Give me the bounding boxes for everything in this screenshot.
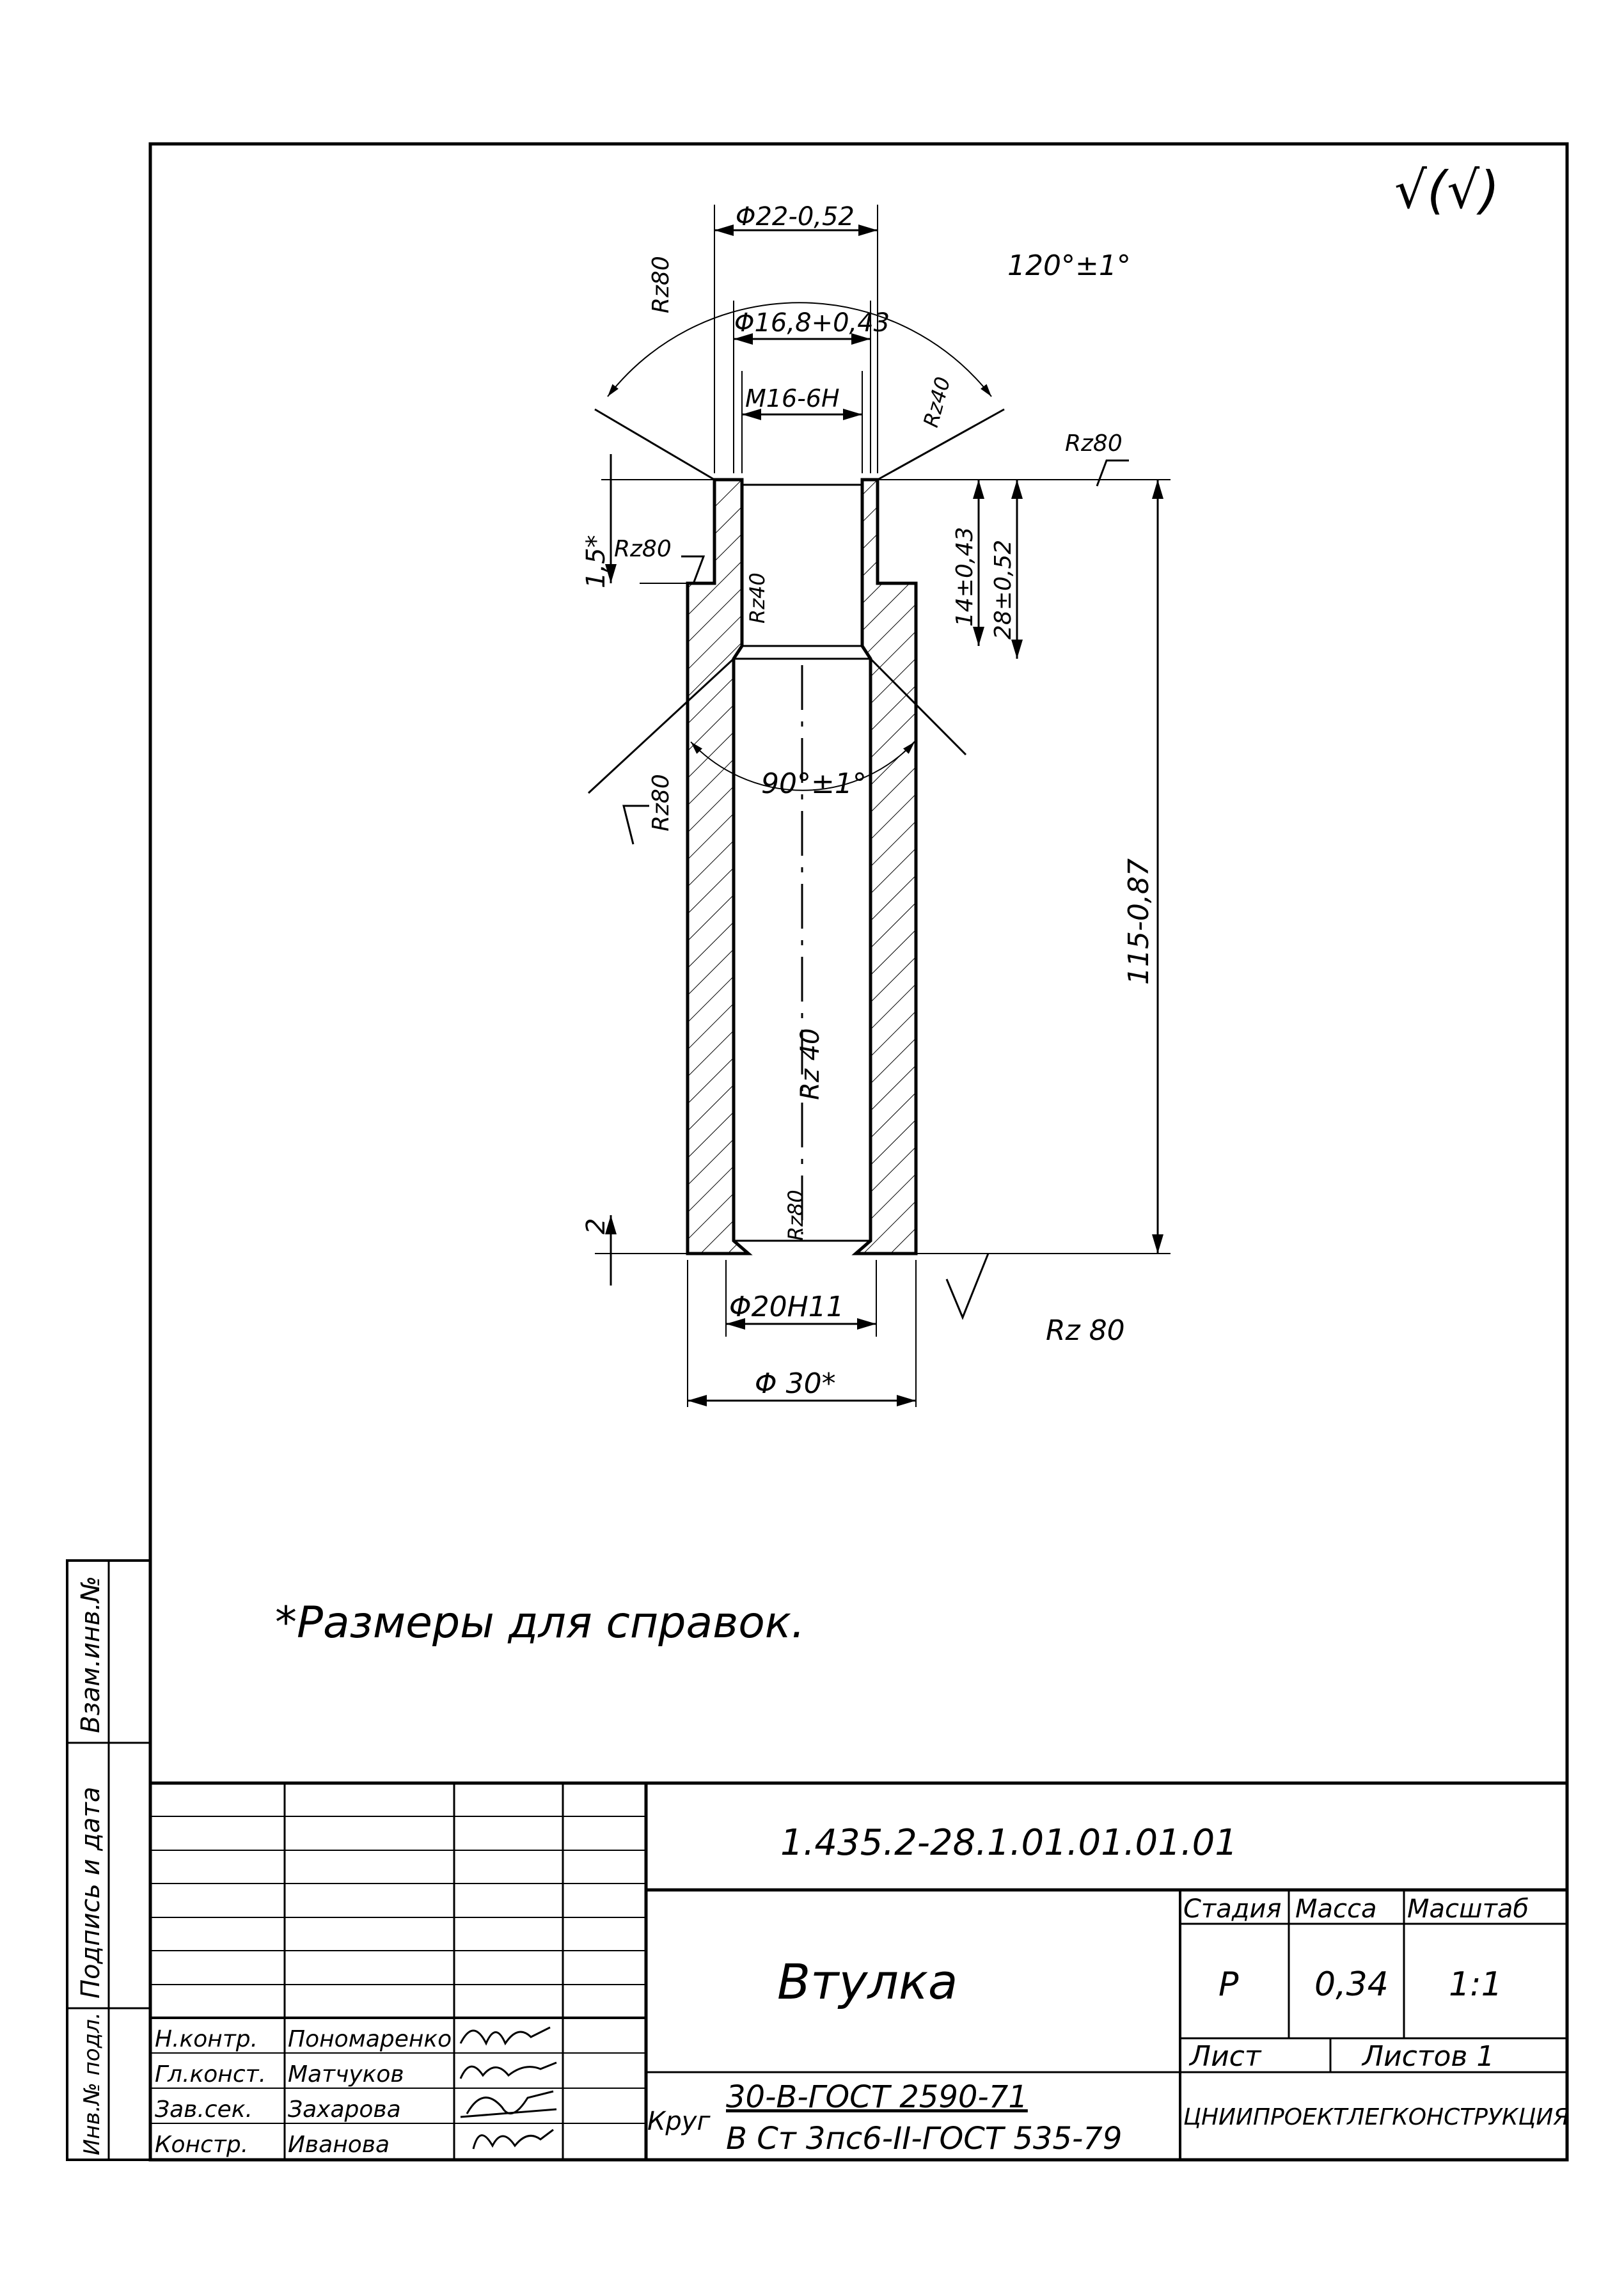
side-stamp: Взам.инв.№ Подпись и дата Инв.№ подл. [66,1559,152,2161]
sleeve-section [587,205,1171,1407]
side-field-1: Взам.инв.№ [76,1576,106,1733]
organization: ЦНИИПРОЕКТЛЕГКОНСТРУКЦИЯ [1183,2104,1569,2130]
dim-outer-diameter: Φ 30* [755,1367,836,1400]
roughness-symbol: √(√) [1394,161,1499,220]
signature [459,2061,557,2079]
staff-role: Н.контр. [155,2026,258,2052]
rz-bottom-chamfer: Rz80 [784,1190,808,1241]
rz-thread-bore: Rz40 [745,572,769,624]
header-stage: Стадия [1183,1894,1281,1924]
signature [459,2026,551,2046]
staff-name: Матчуков [288,2061,404,2088]
value-stage: Р [1218,1965,1239,2004]
material-line-2: В Ст 3пс6-II-ГОСТ 535-79 [726,2121,1122,2157]
value-scale: 1:1 [1449,1965,1502,2004]
material-prefix: Круг [647,2107,711,2136]
rz-top-left-cone: Rz80 [648,256,674,313]
rz-inner-cone: Rz80 [648,774,674,831]
dim-thread: M16-6H [745,384,840,413]
staff-role: Зав.сек. [155,2096,253,2123]
dim-cone-angle-inner: 90°±1° [761,767,867,800]
dim-thread-length: 14±0,43 [952,527,978,627]
dim-bore-diameter: Φ20Н11 [729,1291,844,1323]
signatures [459,2026,557,2150]
right-wall [851,478,918,1255]
staff-name: Пономаренко [288,2026,452,2052]
title-block [150,1781,1567,2160]
sheet-frame [148,142,1569,2162]
sheet-label: Лист [1188,2040,1262,2073]
rz-bore: Rz 40 [796,1028,825,1100]
staff-role: Гл.конст. [155,2061,266,2088]
dim-cone-angle-top: 120°±1° [1007,249,1131,282]
dim-thread-chamfer: Φ16,8+0,43 [734,308,890,338]
staff-name: Иванова [288,2132,390,2158]
signature [472,2128,554,2150]
designation: 1.435.2-28.1.01.01.01.01 [780,1822,1238,1864]
value-mass: 0,34 [1314,1965,1389,2004]
rz-shoulder: Rz80 [614,536,672,562]
header-scale: Масштаб [1407,1894,1529,1924]
left-wall [686,478,753,1255]
staff-role: Констр. [155,2132,248,2158]
rz-bottom-face: Rz 80 [1046,1314,1125,1347]
rz-top-right-cone: Rz40 [918,374,955,430]
reference-note: *Размеры для справок. [275,1598,805,1648]
dim-step-length: 28±0,52 [990,540,1016,640]
signature [460,2090,557,2118]
sheets-label: Листов 1 [1361,2040,1494,2073]
dim-chamfer-top: 1,5* [581,535,611,588]
dim-bottom-offset: 2 [581,1218,611,1234]
part-name: Втулка [777,1953,958,2010]
rz-top-face: Rz80 [1065,430,1123,457]
side-field-3: Инв.№ подл. [79,2012,105,2155]
staff-name: Захарова [288,2096,401,2123]
dim-outer-top-diameter: Φ22-0,52 [736,202,855,232]
side-field-2: Подпись и дата [76,1787,106,1999]
material-line-1: 30-В-ГОСТ 2590-71 [726,2079,1028,2115]
header-mass: Масса [1295,1894,1377,1924]
dim-overall-length: 115-0,87 [1123,858,1155,985]
